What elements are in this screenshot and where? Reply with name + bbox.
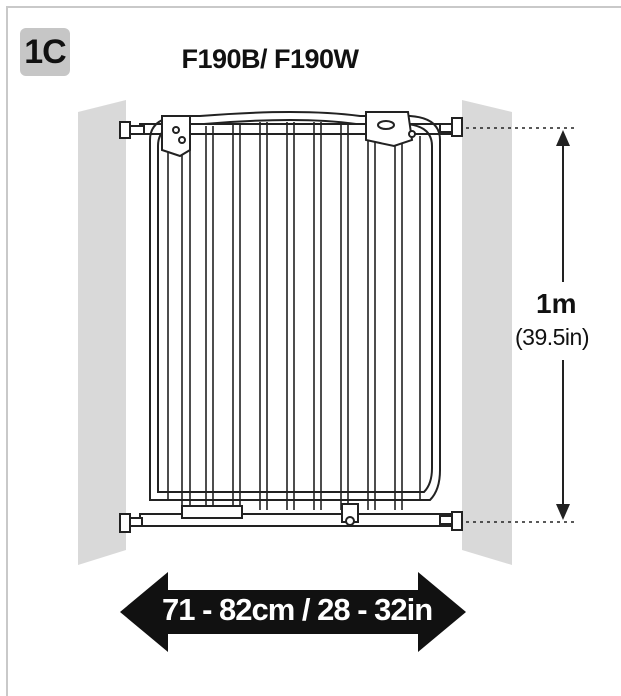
height-guides: [466, 127, 578, 523]
pressure-spindles: [119, 117, 463, 533]
height-arrow: [556, 130, 570, 520]
right-wall-panel: [462, 100, 512, 565]
height-sub-label: (39.5in): [515, 324, 589, 350]
width-arrow: [120, 572, 466, 652]
left-wall-panel: [78, 100, 126, 565]
model-label: F190B/ F190W: [181, 44, 359, 74]
gate-illustration: [78, 100, 578, 652]
figure-frame: [6, 6, 621, 696]
bottom-latch: [181, 503, 359, 526]
step-badge: 1C: [20, 28, 70, 76]
width-range-label: 71 - 82cm / 28 - 32in: [162, 592, 433, 627]
gate-bars: [167, 122, 421, 510]
height-label: 1m: [536, 288, 577, 319]
top-hinges: [161, 111, 416, 158]
gate-frame: [139, 111, 453, 527]
